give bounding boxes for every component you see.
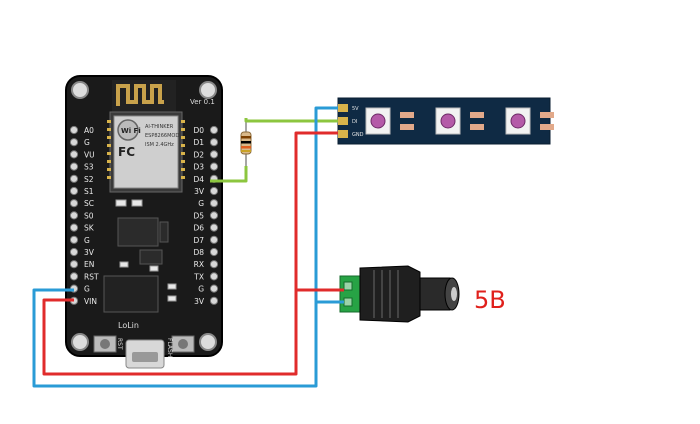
micro-usb-port[interactable]	[125, 339, 165, 369]
left-pin-pad	[69, 174, 79, 183]
right-pin-label: G	[198, 285, 204, 294]
right-pin-pad	[209, 211, 219, 220]
left-pin-label: VU	[84, 150, 95, 159]
reset-button[interactable]	[93, 335, 117, 353]
right-pin-pad	[209, 199, 219, 208]
left-pin-pad	[69, 199, 79, 208]
module-vendor: AI-THINKER	[145, 124, 174, 130]
led-strip: 5V DI GND	[337, 97, 554, 145]
mount-hole	[71, 333, 89, 351]
strip-pin-di: DI	[352, 119, 357, 125]
brand-label: LoLin	[118, 321, 139, 330]
right-pin-pad	[209, 235, 219, 244]
right-pin-pad	[209, 186, 219, 196]
left-pin-label: SK	[84, 224, 95, 233]
esp-module: Wi Fi FC AI-THINKER ESP8266MOD ISM 2.4GH…	[107, 111, 185, 193]
left-pin-pad	[69, 186, 79, 196]
left-pin-label: G	[84, 285, 90, 294]
right-pin-pad	[209, 260, 219, 269]
power-wire	[42, 131, 338, 376]
left-pin-label: S1	[84, 187, 94, 196]
right-pin-label: D6	[193, 224, 204, 233]
right-pin-pad	[209, 247, 219, 257]
left-pin-pad	[69, 211, 79, 220]
strip-pad-gnd	[338, 130, 348, 138]
dc-barrel-jack	[339, 265, 460, 323]
flash-label: FLASH	[166, 338, 173, 357]
right-pin-label: D5	[193, 211, 204, 220]
strip-pin-5v: 5V	[352, 106, 359, 112]
fcc-label: FC	[118, 145, 135, 159]
wifi-antenna	[112, 80, 176, 112]
wifi-logo	[117, 119, 139, 141]
right-pin-label: 3V	[194, 297, 205, 306]
left-pin-label: G	[84, 236, 90, 245]
resistor	[240, 118, 252, 166]
left-pin-label: S0	[84, 211, 94, 220]
left-pin-label: S3	[84, 163, 94, 172]
left-pin-pad	[69, 223, 79, 232]
mount-hole	[199, 333, 217, 351]
rst-label: RST	[116, 338, 123, 350]
right-pin-pad	[209, 284, 219, 293]
right-pin-label: D2	[193, 150, 204, 159]
left-pin-pad	[69, 235, 79, 244]
left-pin-label: 3V	[84, 248, 95, 257]
nodemcu-board: Ver 0.1 Wi Fi FC AI-THINKER ESP8266MOD I…	[65, 75, 223, 369]
module-model: ESP8266MOD	[145, 133, 179, 139]
right-pin-label: TX	[193, 272, 204, 281]
voltage-label: 5B	[474, 286, 506, 314]
right-pin-label: RX	[194, 260, 204, 269]
right-pin-pad	[209, 138, 219, 147]
left-pin-label: SC	[84, 199, 94, 208]
strip-pad-5v	[338, 104, 348, 112]
mount-hole	[199, 81, 217, 99]
data-wire	[210, 118, 338, 183]
left-pin-label: EN	[84, 260, 94, 269]
left-pin-pad	[69, 162, 79, 171]
right-pin-label: D1	[193, 138, 204, 147]
right-pin-pad	[209, 150, 219, 159]
led-pixel	[505, 107, 554, 135]
voltage-regulator	[117, 217, 169, 247]
version-label: Ver 0.1	[190, 98, 215, 106]
mount-hole	[71, 81, 89, 99]
usb-serial-chip	[103, 275, 159, 313]
right-pin-pad	[209, 223, 219, 232]
flash-button[interactable]	[171, 335, 195, 353]
ground-wire	[32, 106, 338, 388]
left-pin-label: G	[84, 138, 90, 147]
strip-pad-di	[338, 117, 348, 125]
right-pin-pad	[209, 125, 219, 135]
led-pixel	[365, 107, 414, 135]
left-pin-label: S2	[84, 175, 94, 184]
right-pin-pad	[209, 162, 219, 171]
left-pin-pad	[69, 125, 79, 135]
right-pin-label: 3V	[194, 187, 205, 196]
strip-pin-gnd: GND	[352, 132, 364, 138]
left-pin-pad	[69, 272, 79, 281]
wifi-label: Wi Fi	[121, 127, 141, 135]
left-pin-label: VIN	[84, 297, 97, 306]
left-pin-label: A0	[84, 126, 94, 135]
right-pin-pad	[209, 272, 219, 281]
right-pin-label: D8	[193, 248, 204, 257]
right-pin-label: D7	[193, 236, 204, 245]
right-pin-label: D3	[193, 163, 204, 172]
left-pin-pad	[69, 260, 79, 269]
led-pixel	[435, 107, 484, 135]
module-id: ISM 2.4GHz	[145, 142, 174, 148]
left-pin-pad	[69, 150, 79, 159]
left-pin-pad	[69, 138, 79, 147]
capacitor	[139, 249, 163, 265]
right-pin-label: D4	[193, 175, 204, 184]
right-pin-label: D0	[193, 126, 204, 135]
left-pin-label: RST	[84, 272, 99, 281]
right-pin-label: G	[198, 199, 204, 208]
right-pin-pad	[209, 296, 219, 305]
left-pin-pad	[69, 247, 79, 257]
